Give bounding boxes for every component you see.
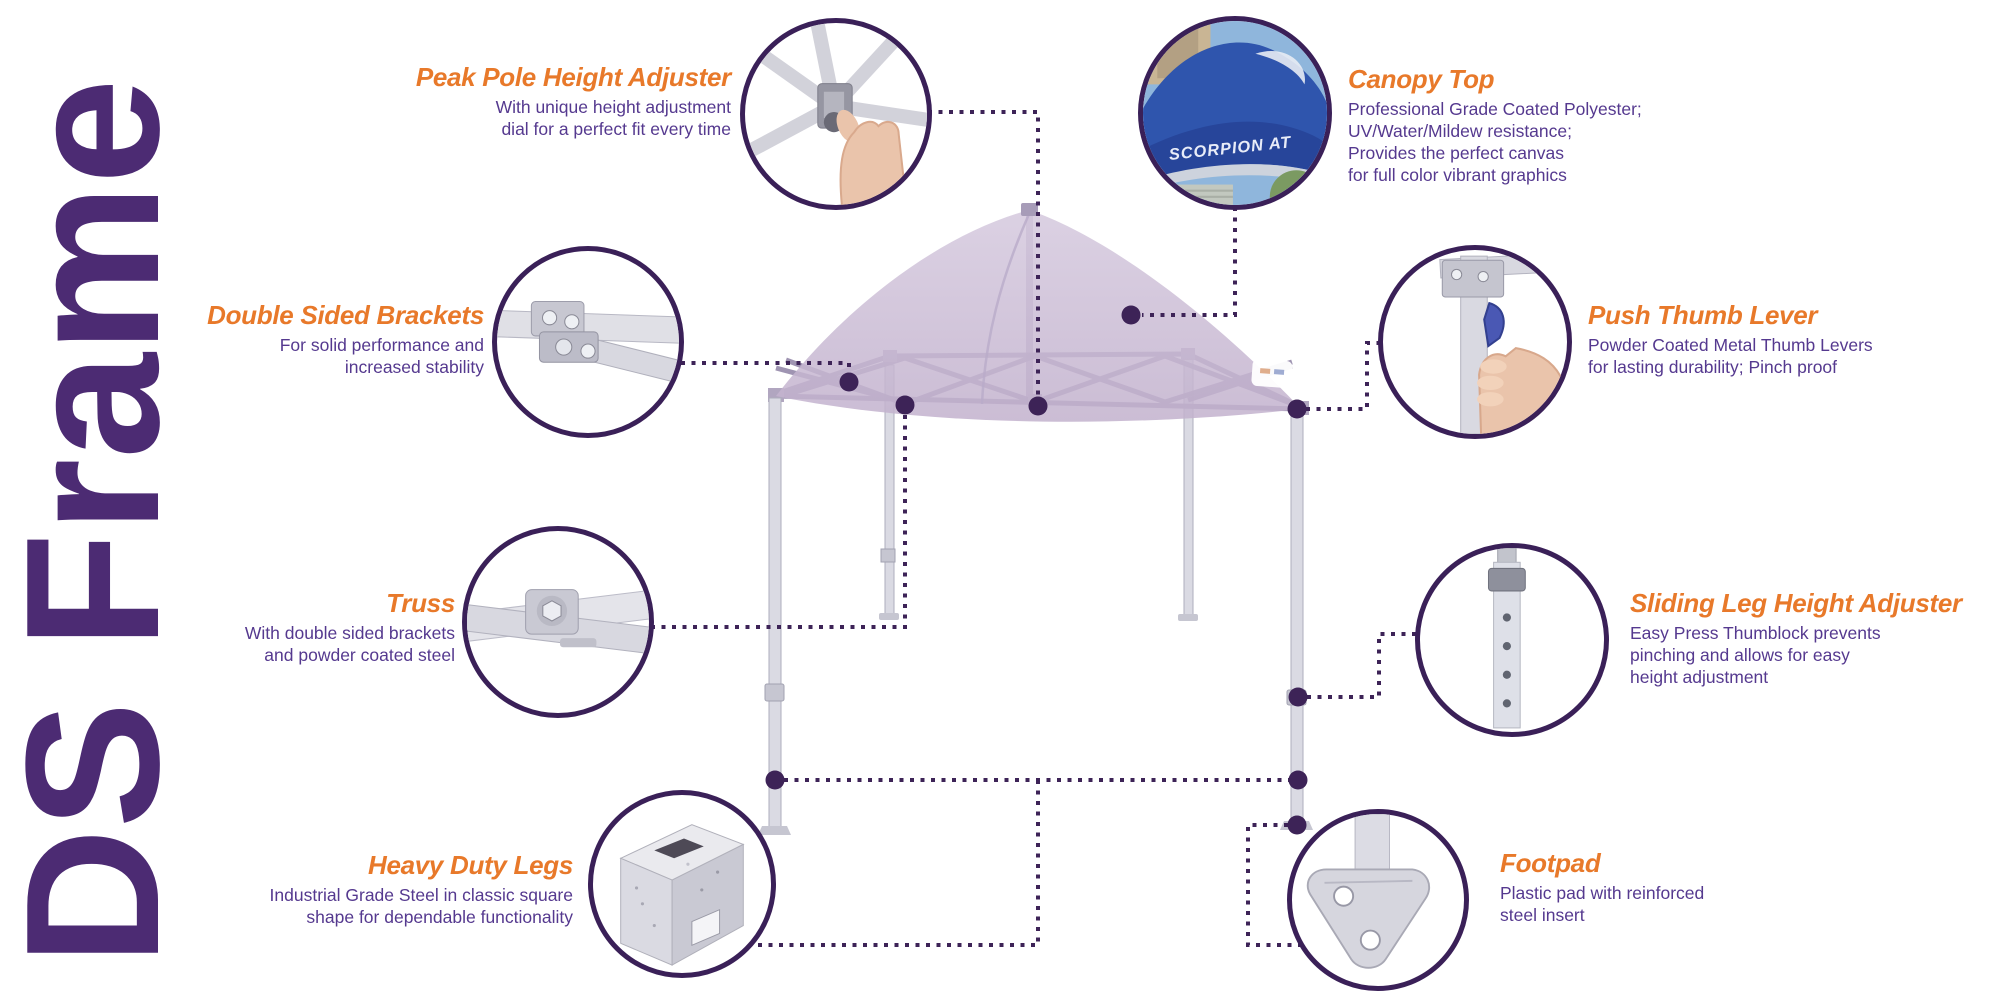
truss-photo: [467, 588, 649, 656]
feature-circle-truss: [462, 526, 654, 718]
canopy-seam: [980, 213, 1031, 405]
feature-circle-sliding-leg-adjuster: [1415, 543, 1609, 737]
dotted-connector-lines: [651, 110, 1418, 947]
callout-line: For solid performance and: [279, 335, 484, 355]
callout-line: With double sided brackets: [244, 623, 455, 643]
callout-line: UV/Water/Mildew resistance;: [1348, 121, 1572, 141]
feature-circle-canopy-top: SCORPION AT: [1138, 16, 1332, 210]
sliding-leg-adjuster-photo: [1487, 548, 1526, 729]
callout-footpad: Footpad Plastic pad with reinforced stee…: [1500, 848, 1704, 926]
callout-peak-pole: Peak Pole Height Adjuster With unique he…: [416, 62, 731, 140]
callout-heavy-duty-legs: Heavy Duty Legs Industrial Grade Steel i…: [269, 850, 574, 928]
callout-heading: Heavy Duty Legs: [367, 850, 573, 880]
peak-pole-adjuster-photo: [746, 23, 927, 205]
callout-heading: Canopy Top: [1348, 64, 1495, 94]
heavy-duty-leg-photo: [619, 824, 745, 966]
callout-line: increased stability: [344, 357, 484, 377]
callout-line: Provides the perfect canvas: [1348, 143, 1564, 163]
callout-line: steel insert: [1500, 905, 1585, 925]
callout-truss: Truss With double sided brackets and pow…: [245, 588, 455, 666]
callout-heading: Push Thumb Lever: [1588, 300, 1818, 330]
callout-heading: Sliding Leg Height Adjuster: [1630, 588, 1962, 618]
footpad-photo: [1306, 814, 1431, 969]
callout-line: dial for a perfect fit every time: [501, 119, 731, 139]
callout-line: Professional Grade Coated Polyester;: [1348, 99, 1642, 119]
callout-line: Easy Press Thumblock prevents: [1630, 623, 1881, 643]
callout-line: pinching and allows for easy: [1630, 645, 1850, 665]
feature-circle-push-thumb-lever: [1378, 245, 1572, 439]
callout-line: Powder Coated Metal Thumb Levers: [1588, 335, 1873, 355]
callout-line: height adjustment: [1630, 667, 1769, 687]
callout-line: Industrial Grade Steel in classic square: [269, 885, 573, 905]
peak-cap: [1021, 203, 1038, 216]
feature-circle-footpad: [1287, 809, 1469, 991]
feature-circle-heavy-duty-legs: [588, 790, 776, 978]
callout-canopy-top: Canopy Top Professional Grade Coated Pol…: [1348, 64, 1642, 186]
callout-double-sided-brackets: Double Sided Brackets For solid performa…: [207, 300, 484, 378]
feature-circle-peak-pole: [740, 18, 932, 210]
callout-heading: Double Sided Brackets: [207, 300, 484, 330]
callout-line: shape for dependable functionality: [306, 907, 573, 927]
callout-line: for lasting durability; Pinch proof: [1588, 357, 1838, 377]
callout-sliding-leg-adjuster: Sliding Leg Height Adjuster Easy Press T…: [1630, 588, 1962, 688]
double-sided-brackets-photo: [497, 301, 679, 387]
callout-line: With unique height adjustment: [495, 97, 731, 117]
callout-heading: Footpad: [1500, 848, 1601, 878]
canopy: [776, 210, 1301, 422]
callout-push-thumb-lever: Push Thumb Lever Powder Coated Metal Thu…: [1588, 300, 1873, 378]
push-thumb-lever-photo: [1439, 252, 1567, 434]
callout-heading: Truss: [386, 588, 455, 618]
callout-line: Plastic pad with reinforced: [1500, 883, 1705, 903]
canopy-top-photo: SCORPION AT: [1143, 21, 1327, 205]
feature-circle-double-sided-brackets: [492, 246, 684, 438]
callout-line: for full color vibrant graphics: [1348, 165, 1567, 185]
callout-heading: Peak Pole Height Adjuster: [415, 62, 731, 92]
callout-line: and powder coated steel: [264, 645, 455, 665]
front-legs: [758, 397, 1313, 835]
canopy-logo-patch: [1251, 359, 1293, 388]
connector-dots: [765, 305, 1308, 835]
